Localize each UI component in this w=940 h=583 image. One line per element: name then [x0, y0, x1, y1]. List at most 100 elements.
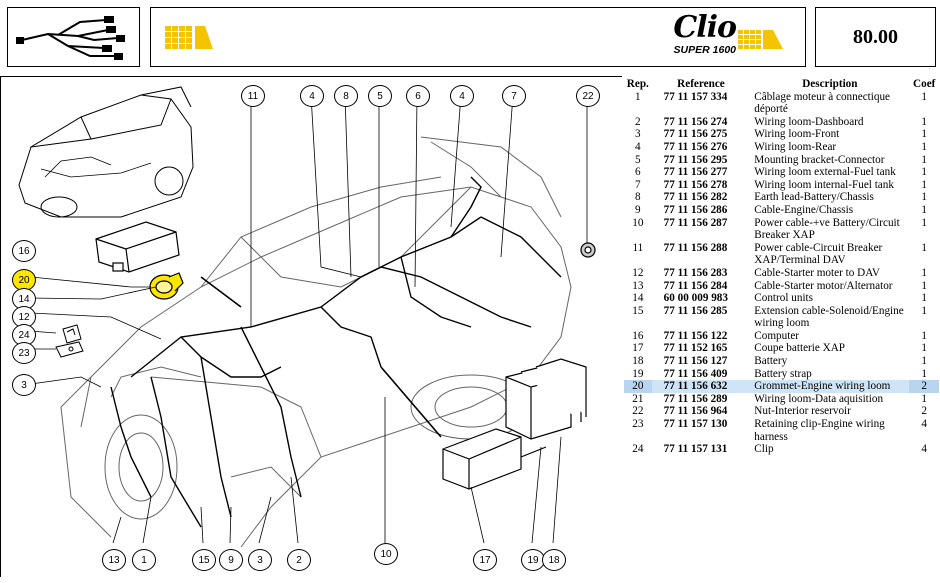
- callout-19[interactable]: 19: [521, 549, 545, 571]
- part-rep: 11: [632, 241, 644, 254]
- part-rep: 4: [635, 140, 641, 153]
- callout-4b[interactable]: 4: [450, 85, 474, 107]
- col-rep: Rep.: [626, 78, 649, 90]
- part-coef: 1: [921, 304, 927, 317]
- car-body: [60, 136, 572, 548]
- header-banner: Clio SUPER 1600: [150, 7, 806, 67]
- part-coef: 1: [921, 140, 927, 153]
- car-thumbnail: [18, 86, 194, 218]
- part-rep: 3: [635, 128, 641, 141]
- callout-16[interactable]: 16: [12, 240, 36, 262]
- part-rep: 24: [632, 443, 644, 456]
- col-reference: Reference: [677, 78, 725, 90]
- wiring-harness-icon: [16, 16, 125, 60]
- yellow-grid-logo-right: [738, 30, 783, 49]
- callout-22[interactable]: 22: [576, 85, 600, 107]
- part-coef: 1: [921, 178, 927, 191]
- table-row[interactable]: 4 77 11 156 276 Wiring loom-Rear 1: [624, 141, 939, 154]
- part-reference: 77 11 156 285: [663, 304, 728, 317]
- callout-11[interactable]: 11: [241, 85, 265, 107]
- clip-part-23: [55, 341, 84, 358]
- part-description: Grommet-Engine wiring loom: [750, 380, 910, 393]
- part-description: Cable-Starter moter to DAV: [754, 266, 880, 279]
- callout-18[interactable]: 18: [542, 549, 566, 571]
- part-coef: 1: [921, 279, 927, 292]
- callout-6[interactable]: 6: [406, 85, 430, 107]
- callout-15[interactable]: 15: [192, 549, 216, 571]
- part-reference: 77 11 156 276: [663, 140, 728, 153]
- part-coef: 1: [921, 392, 927, 405]
- part-coef: 1: [921, 191, 927, 204]
- callout-4a[interactable]: 4: [300, 85, 324, 107]
- callout-23[interactable]: 23: [12, 342, 36, 364]
- part-rep: 12: [632, 266, 644, 279]
- part-coef: 4: [921, 418, 927, 431]
- callout-9[interactable]: 9: [219, 549, 243, 571]
- part-reference: 77 11 156 295: [663, 153, 728, 166]
- callout-10[interactable]: 10: [374, 543, 398, 565]
- callout-24[interactable]: 24: [12, 324, 36, 346]
- part-coef: 2: [921, 405, 927, 418]
- callout-3a[interactable]: 3: [12, 374, 36, 396]
- part-reference: 77 11 156 289: [663, 392, 728, 405]
- callout-8[interactable]: 8: [334, 85, 358, 107]
- brand-logo: Clio SUPER 1600: [646, 12, 737, 57]
- part-coef: 2: [909, 380, 939, 393]
- callout-3b[interactable]: 3: [248, 549, 272, 571]
- page-code-box: 80.00: [815, 7, 936, 67]
- part-reference: 77 11 156 632: [651, 380, 751, 393]
- callout-17[interactable]: 17: [473, 549, 497, 571]
- part-coef: 1: [921, 216, 927, 229]
- part-rep: 18: [632, 355, 644, 368]
- part-reference: 77 11 156 122: [663, 329, 728, 342]
- part-reference: 77 11 156 274: [663, 115, 728, 128]
- part-description: Câblage moteur à connectique déporté: [754, 90, 891, 116]
- yellow-grid-logo-left: [165, 26, 213, 49]
- part-rep: 22: [632, 405, 644, 418]
- part-reference: 77 11 156 277: [663, 166, 728, 179]
- part-rep: 19: [632, 367, 644, 380]
- part-reference: 77 11 156 275: [663, 128, 728, 141]
- callout-7[interactable]: 7: [502, 85, 526, 107]
- part-description: Mounting bracket-Connector: [754, 153, 885, 166]
- part-rep: 9: [635, 203, 641, 216]
- callout-5[interactable]: 5: [368, 85, 392, 107]
- clip-part-24: [62, 324, 82, 344]
- part-description: Retaining clip-Engine wiring harness: [754, 418, 885, 443]
- callout-13[interactable]: 13: [102, 549, 126, 571]
- part-description: Extension cable-Solenoid/Engine wiring l…: [754, 304, 904, 330]
- part-reference: 77 11 156 287: [663, 216, 728, 229]
- part-description: Wiring loom-Rear: [754, 140, 837, 153]
- part-coef: 1: [921, 342, 927, 355]
- part-description: Cable-Engine/Chassis: [754, 203, 854, 216]
- part-description: Battery: [754, 355, 788, 368]
- callout-1[interactable]: 1: [132, 549, 156, 571]
- nut-22: [580, 242, 596, 258]
- part-rep: 13: [632, 279, 644, 292]
- callout-2[interactable]: 2: [287, 549, 311, 571]
- part-rep: 17: [632, 342, 644, 355]
